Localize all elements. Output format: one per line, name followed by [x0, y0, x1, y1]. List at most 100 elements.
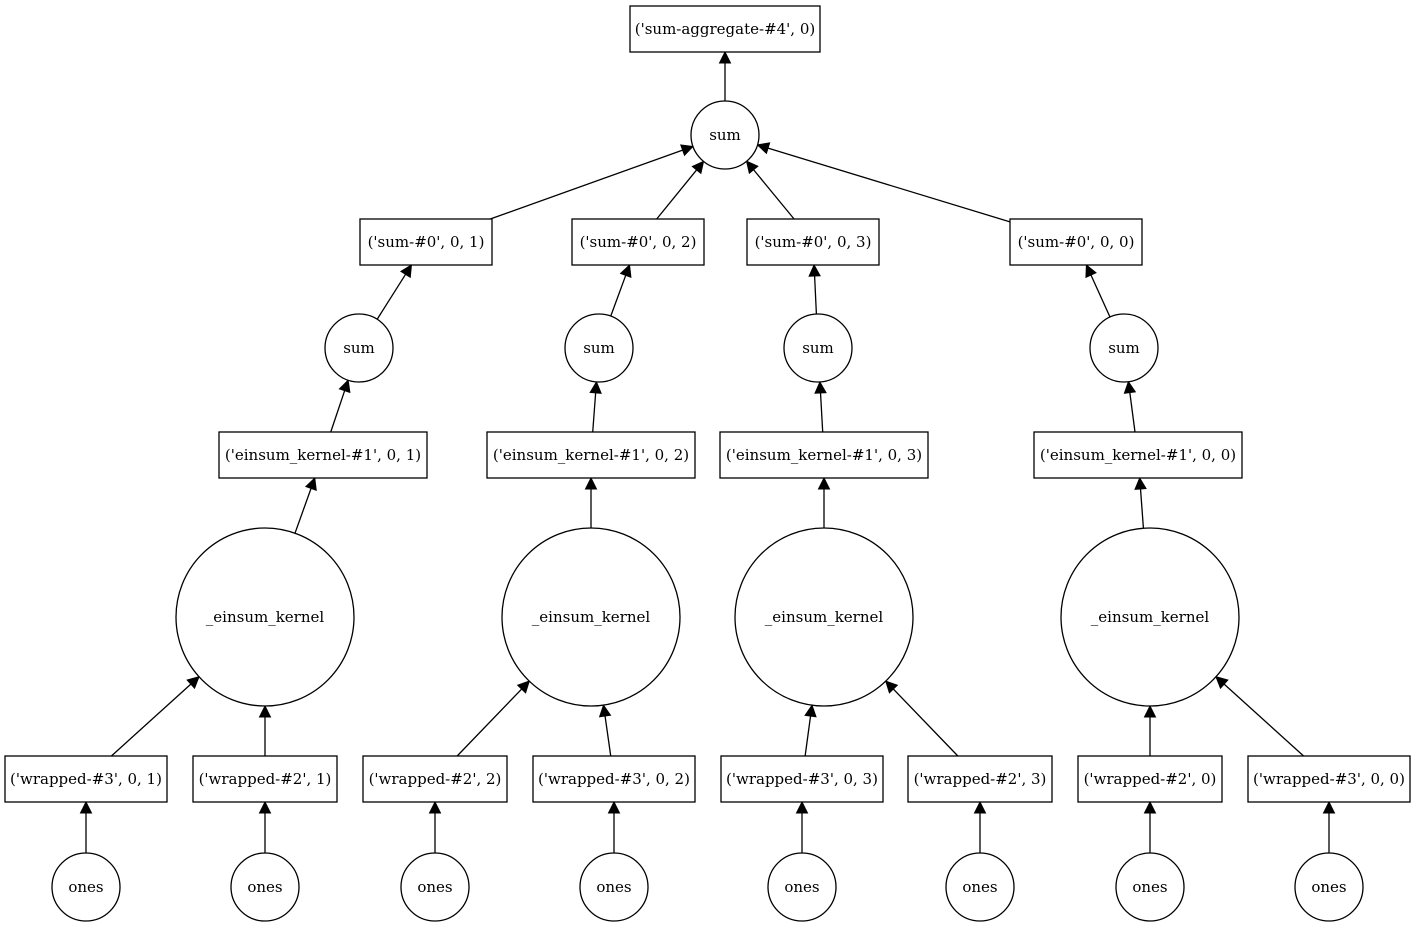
node-ones[interactable]: ones: [767, 852, 837, 922]
node-circle: [783, 313, 853, 383]
node-box: [218, 431, 428, 479]
node-einsum-kernel-1-0-3[interactable]: ('einsum_kernel-#1', 0, 3): [719, 431, 929, 479]
node-wrapped-3-0-2[interactable]: ('wrapped-#3', 0, 2): [532, 755, 696, 803]
arrowhead-icon: [1215, 675, 1229, 690]
node-wrapped-2-3[interactable]: ('wrapped-#2', 3): [907, 755, 1053, 803]
node-label: ('wrapped-#3', 0, 3): [726, 770, 878, 788]
edge-line: [456, 688, 523, 757]
node-label: sum: [802, 339, 834, 357]
node-label: ('sum-#0', 0, 3): [755, 233, 872, 251]
arrowhead-icon: [718, 50, 732, 64]
edge-line: [376, 273, 407, 320]
node-circle: [1089, 313, 1159, 383]
node-einsum-kernel[interactable]: _einsum_kernel: [175, 527, 355, 707]
node-label: ('wrapped-#2', 3): [914, 770, 1047, 788]
node-wrapped-2-2[interactable]: ('wrapped-#2', 2): [362, 755, 508, 803]
edge-w31-to-k1: [110, 675, 200, 757]
edge-o8-to-w30: [1322, 800, 1336, 853]
nodes-layer: ('sum-aggregate-#4', 0) sum ('sum-#0', 0, …: [4, 5, 1411, 922]
node-label: _einsum_kernel: [206, 608, 325, 626]
node-box: [746, 218, 880, 266]
node-box: [571, 218, 705, 266]
node-sum[interactable]: sum: [1089, 313, 1159, 383]
arrowhead-icon: [304, 476, 317, 491]
node-ones[interactable]: ones: [400, 852, 470, 922]
node-label: sum: [709, 126, 741, 144]
edge-line: [819, 392, 824, 433]
node-sum-0-0-3[interactable]: ('sum-#0', 0, 3): [746, 218, 880, 266]
edge-w20-to-k0: [1143, 704, 1157, 756]
node-box: [719, 431, 929, 479]
node-sum[interactable]: sum: [690, 100, 760, 170]
edge-o7-to-w20: [1143, 800, 1157, 853]
node-label: ('sum-aggregate-#4', 0): [635, 20, 816, 38]
node-sum-aggregate-4-0[interactable]: ('sum-aggregate-#4', 0): [629, 5, 821, 53]
edge-line: [294, 488, 312, 534]
node-label: ('einsum_kernel-#1', 0, 0): [1040, 446, 1236, 464]
node-ones[interactable]: ones: [1294, 852, 1364, 922]
edge-o5-to-w33: [795, 800, 809, 853]
arrowhead-icon: [795, 800, 809, 814]
arrowhead-icon: [584, 476, 598, 490]
edge-line: [892, 688, 959, 757]
node-einsum-kernel[interactable]: _einsum_kernel: [734, 527, 914, 707]
edge-line: [656, 169, 698, 220]
node-einsum-kernel[interactable]: _einsum_kernel: [501, 527, 681, 707]
edge-e0-to-sc0: [1123, 380, 1137, 433]
arrowhead-icon: [756, 142, 771, 155]
arrowhead-icon: [186, 675, 200, 690]
node-ones[interactable]: ones: [1115, 852, 1185, 922]
node-ones[interactable]: ones: [230, 852, 300, 922]
edge-line: [753, 169, 795, 220]
node-sum-0-0-1[interactable]: ('sum-#0', 0, 1): [359, 218, 493, 266]
node-wrapped-3-0-0[interactable]: ('wrapped-#3', 0, 0): [1247, 755, 1411, 803]
node-label: ('wrapped-#2', 0): [1084, 770, 1217, 788]
edge-line: [604, 715, 612, 757]
node-circle: [230, 852, 300, 922]
node-circle: [51, 852, 121, 922]
edge-s3-to-sumTop: [745, 160, 795, 220]
arrowhead-icon: [817, 476, 831, 490]
edge-o2-to-w21: [258, 800, 272, 853]
edge-w21-to-k1: [258, 704, 272, 756]
node-sum[interactable]: sum: [783, 313, 853, 383]
node-einsum-kernel-1-0-0[interactable]: ('einsum_kernel-#1', 0, 0): [1033, 431, 1243, 479]
arrowhead-icon: [691, 160, 705, 175]
node-einsum-kernel[interactable]: _einsum_kernel: [1060, 527, 1240, 707]
edge-line: [110, 683, 192, 757]
node-sum[interactable]: sum: [564, 313, 634, 383]
arrowhead-icon: [814, 380, 827, 394]
node-wrapped-2-0[interactable]: ('wrapped-#2', 0): [1077, 755, 1223, 803]
arrowhead-icon: [680, 144, 695, 157]
node-wrapped-3-0-1[interactable]: ('wrapped-#3', 0, 1): [4, 755, 168, 803]
node-wrapped-2-1[interactable]: ('wrapped-#2', 1): [192, 755, 338, 803]
node-einsum-kernel-1-0-1[interactable]: ('einsum_kernel-#1', 0, 1): [218, 431, 428, 479]
node-sum-0-0-0[interactable]: ('sum-#0', 0, 0): [1009, 218, 1143, 266]
node-label: ones: [1132, 878, 1167, 896]
edge-line: [804, 716, 812, 757]
node-label: _einsum_kernel: [1091, 608, 1210, 626]
node-sum[interactable]: sum: [324, 313, 394, 383]
edge-line: [1129, 392, 1136, 433]
node-ones[interactable]: ones: [945, 852, 1015, 922]
edge-line: [1139, 488, 1145, 529]
node-ones[interactable]: ones: [51, 852, 121, 922]
arrowhead-icon: [884, 680, 899, 694]
node-sum-0-0-2[interactable]: ('sum-#0', 0, 2): [571, 218, 705, 266]
node-circle: [400, 852, 470, 922]
node-circle: [1294, 852, 1364, 922]
node-label: ('wrapped-#2', 2): [369, 770, 502, 788]
arrowhead-icon: [428, 800, 442, 814]
node-einsum-kernel-1-0-2[interactable]: ('einsum_kernel-#1', 0, 2): [486, 431, 696, 479]
arrowhead-icon: [399, 264, 413, 279]
node-wrapped-3-0-3[interactable]: ('wrapped-#3', 0, 3): [720, 755, 884, 803]
node-circle: [734, 527, 914, 707]
node-ones[interactable]: ones: [579, 852, 649, 922]
node-box: [359, 218, 493, 266]
edges-layer: [79, 50, 1336, 853]
edge-k0-to-e0: [1134, 476, 1147, 529]
edge-sc2-to-s2: [610, 263, 632, 317]
edge-line: [813, 275, 818, 315]
node-circle: [324, 313, 394, 383]
